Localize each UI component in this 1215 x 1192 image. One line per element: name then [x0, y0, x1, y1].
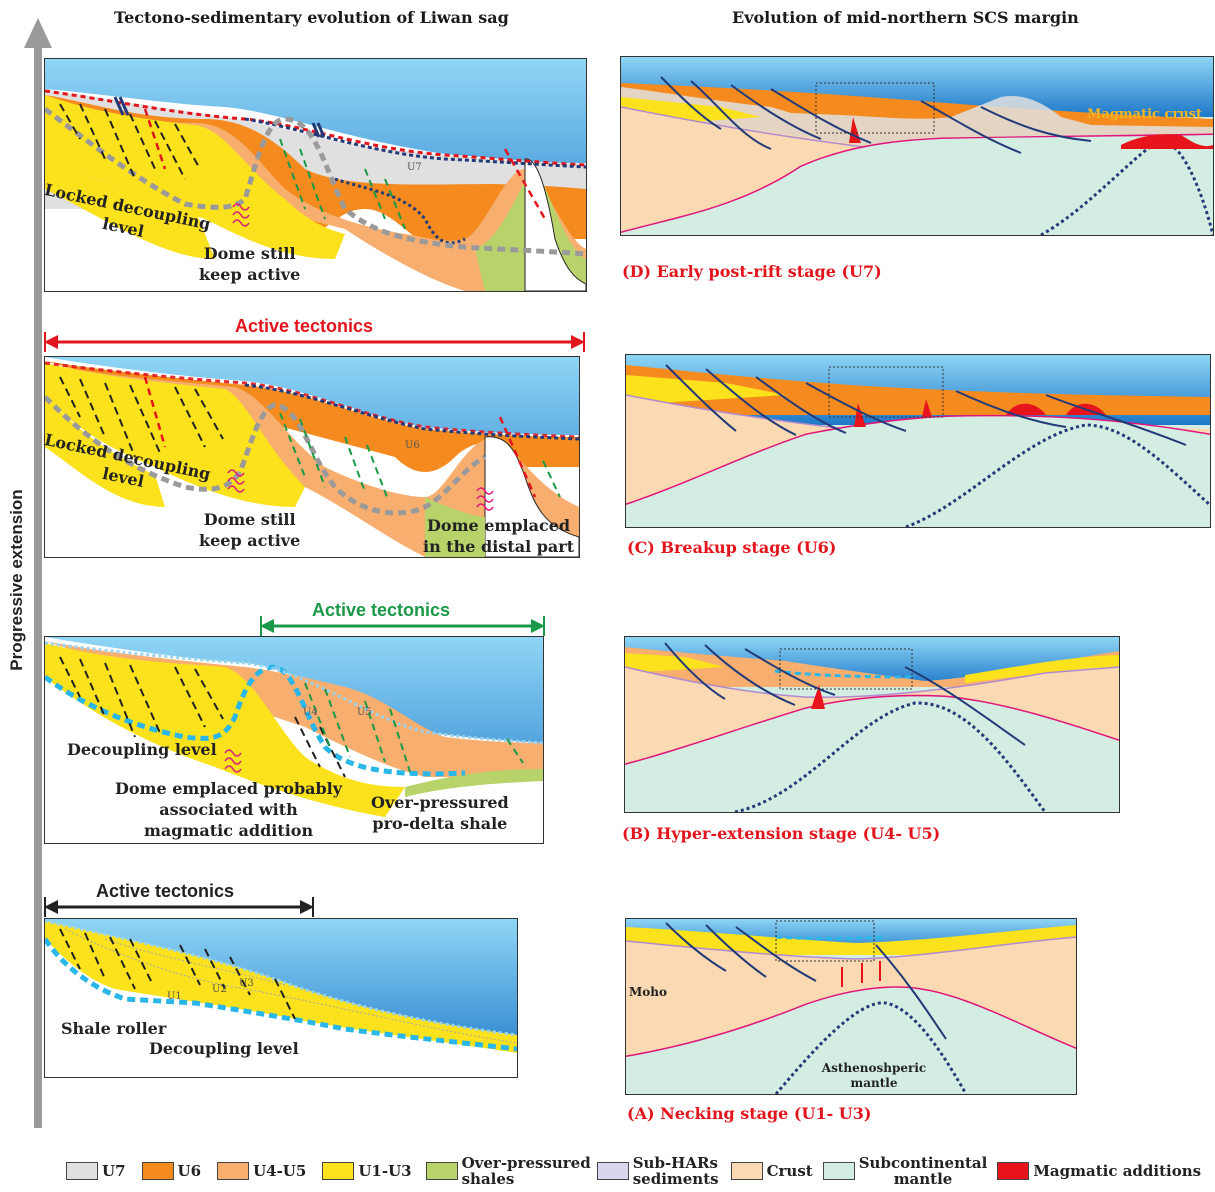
active-tectonics-label-b: Active tectonics: [312, 600, 451, 620]
dome-magmatic-label: Dome emplaced probably associated with m…: [115, 779, 343, 840]
legend-item-crust: Crust: [730, 1162, 813, 1180]
progressive-extension-label: Progressive extension: [7, 489, 26, 671]
left-column-title: Tectono-sedimentary evolution of Liwan s…: [114, 8, 509, 27]
legend-item-overpressured-shales: Over-pressured shales: [425, 1154, 591, 1188]
legend-swatch-u4-u5: [217, 1162, 250, 1180]
left-panel-b-section: [45, 637, 543, 843]
moho-label: Moho: [629, 985, 668, 999]
magmatic-crust-label: Magmatic crust: [1087, 107, 1203, 122]
shale-roller-label: Shale roller: [61, 1019, 167, 1038]
right-panel-a: Moho Asthenoshperic mantle: [625, 918, 1077, 1095]
stage-label-c: (C) Breakup stage (U6): [627, 538, 837, 557]
left-panel-d-section: [45, 59, 586, 291]
legend-label-overpressured-shales: Over-pressured shales: [461, 1154, 591, 1188]
legend-item-subcontinental-mantle: Subcontinental mantle: [822, 1154, 988, 1188]
dome-active-icon-c: [227, 469, 245, 493]
unit-label-u2: U2: [212, 984, 227, 995]
legend-label-u4-u5: U4-U5: [253, 1162, 307, 1180]
unit-label-u1: U1: [167, 991, 182, 1002]
legend-swatch-sub-hars: [596, 1162, 629, 1180]
legend-item-u1-u3: U1-U3: [322, 1162, 412, 1180]
legend-swatch-u1-u3: [322, 1162, 355, 1180]
unit-label-u3: U3: [239, 978, 254, 989]
left-panel-c-section: [45, 357, 579, 557]
legend-item-magmatic-additions: Magmatic additions: [997, 1162, 1201, 1180]
right-panel-d-section: [621, 57, 1213, 235]
legend-label-crust: Crust: [766, 1162, 813, 1180]
unit-label-u4: U4: [303, 707, 318, 718]
dome-active-label-d: Dome still keep active: [199, 244, 301, 284]
unit-label-u7: U7: [407, 162, 422, 173]
active-tectonics-label-a: Active tectonics: [96, 881, 235, 901]
legend: U7 U6 U4-U5 U1-U3 Over-pressured shales …: [66, 1150, 1211, 1192]
legend-label-sub-hars: Sub-HARs sediments: [632, 1154, 719, 1188]
asthenospheric-mantle-label: Asthenoshperic mantle: [821, 1061, 927, 1090]
stage-label-b: (B) Hyper-extension stage (U4- U5): [622, 824, 941, 843]
unit-label-u6: U6: [405, 440, 420, 451]
active-tectonics-arrow-c: [44, 332, 585, 352]
legend-swatch-magmatic-additions: [997, 1162, 1030, 1180]
left-panel-a: U1 U2 U3 Shale roller Decoupling level: [44, 918, 518, 1078]
left-panel-b: U4 U5 Decoupling level Dome emplaced pro…: [44, 636, 544, 844]
decoupling-label-a: Decoupling level: [149, 1039, 299, 1058]
active-tectonics-arrow-a: [44, 897, 314, 917]
right-panel-d: Magmatic crust: [620, 56, 1214, 236]
legend-swatch-subcontinental-mantle: [822, 1162, 855, 1180]
legend-swatch-overpressured-shales: [425, 1162, 458, 1180]
legend-item-u6: U6: [141, 1162, 202, 1180]
dome-active-icon: [232, 203, 250, 227]
left-panel-a-section: [45, 919, 517, 1077]
progressive-extension-arrow: [24, 18, 52, 1128]
right-panel-b: [624, 636, 1120, 813]
legend-label-u7: U7: [102, 1162, 126, 1180]
dome-magmatic-icon: [224, 749, 242, 773]
active-tectonics-label-c: Active tectonics: [235, 316, 374, 336]
right-panel-c-section: [626, 355, 1210, 527]
legend-swatch-u7: [66, 1162, 98, 1180]
dome-active-label-c: Dome still keep active: [199, 510, 301, 550]
unit-label-u5: U5: [357, 707, 372, 718]
right-panel-c: [625, 354, 1211, 528]
right-column-title: Evolution of mid-northern SCS margin: [732, 8, 1079, 27]
left-panel-c: U6 Locked decoupling level Dome still ke…: [44, 356, 580, 558]
legend-item-u7: U7: [66, 1162, 126, 1180]
dome-distal-icon: [476, 487, 494, 511]
active-tectonics-arrow-b: [260, 616, 545, 636]
legend-label-u6: U6: [177, 1162, 202, 1180]
dome-distal-label: Dome emplaced in the distal part: [423, 516, 575, 556]
right-panel-a-section: [626, 919, 1076, 1094]
stage-label-a: (A) Necking stage (U1- U3): [627, 1104, 872, 1123]
legend-label-magmatic-additions: Magmatic additions: [1033, 1162, 1202, 1180]
right-panel-b-section: [625, 637, 1119, 812]
decoupling-label-b: Decoupling level: [67, 740, 217, 759]
stage-label-d: (D) Early post-rift stage (U7): [622, 262, 882, 281]
legend-swatch-u6: [141, 1162, 174, 1180]
legend-item-sub-hars: Sub-HARs sediments: [596, 1154, 719, 1188]
overpressured-shale-label: Over-pressured pro-delta shale: [371, 793, 509, 833]
legend-label-subcontinental-mantle: Subcontinental mantle: [858, 1154, 988, 1188]
left-panel-d: U7 Locked decoupling level Dome still ke…: [44, 58, 587, 292]
legend-item-u4-u5: U4-U5: [217, 1162, 306, 1180]
legend-swatch-crust: [730, 1162, 763, 1180]
legend-label-u1-u3: U1-U3: [358, 1162, 412, 1180]
